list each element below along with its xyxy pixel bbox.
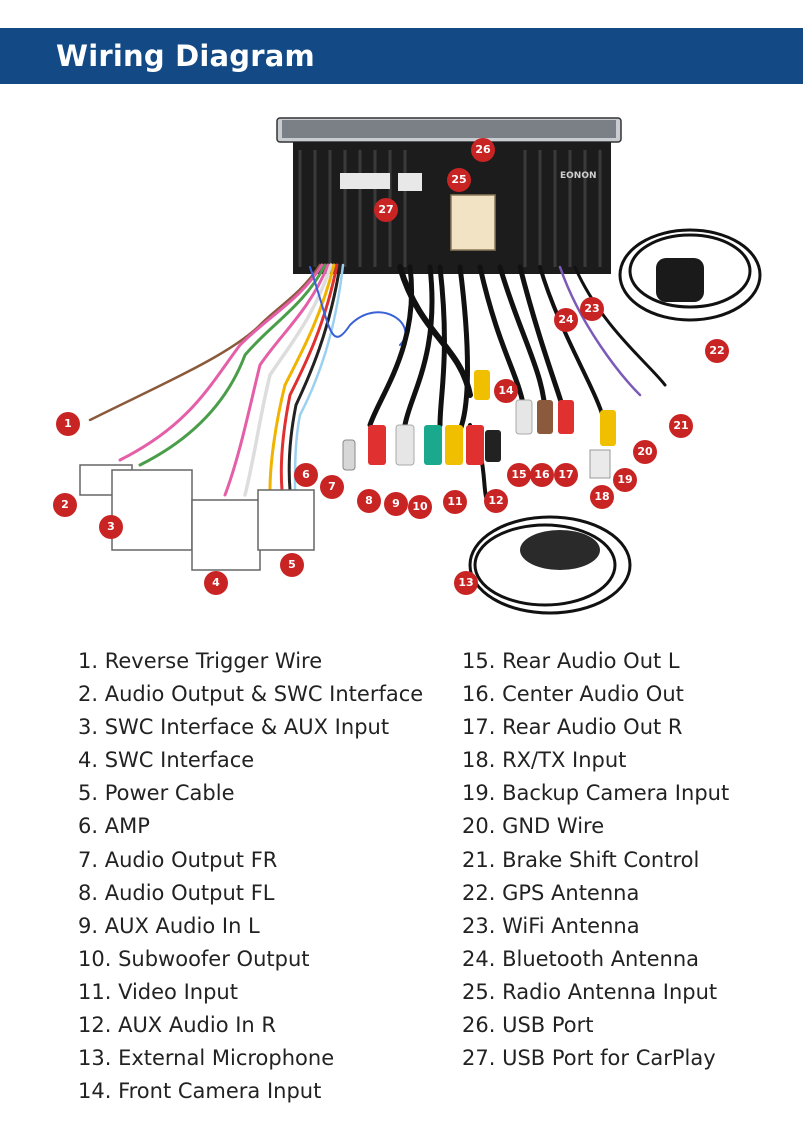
- gps-antenna: [618, 228, 762, 322]
- marker-10: 10: [408, 495, 432, 519]
- legend-item: 20. GND Wire: [462, 814, 605, 839]
- marker-19: 19: [613, 468, 637, 492]
- legend-item: 15. Rear Audio Out L: [462, 649, 680, 673]
- marker-8: 8: [357, 489, 381, 513]
- marker-4: 4: [204, 571, 228, 595]
- legend-item: 24. Bluetooth Antenna: [462, 946, 700, 971]
- legend-item: 9. AUX Audio In L: [78, 913, 260, 938]
- legend-item: 6. AMP: [78, 814, 150, 839]
- legend-item: 2. Audio Output & SWC Interface: [78, 682, 424, 707]
- marker-20: 20: [633, 440, 657, 464]
- microphone-cable: [468, 515, 632, 615]
- marker-27: 27: [374, 198, 398, 222]
- legend-item: 27. USB Port for CarPlay: [462, 1046, 716, 1071]
- legend-item: 18. RX/TX Input: [462, 748, 627, 773]
- marker-21: 21: [669, 414, 693, 438]
- legend-item: 4. SWC Interface: [78, 748, 255, 773]
- page-title: Wiring Diagram: [56, 39, 315, 73]
- legend-item: 22. GPS Antenna: [462, 880, 640, 905]
- marker-5: 5: [280, 553, 304, 577]
- legend-item: 23. WiFi Antenna: [462, 913, 640, 938]
- legend-item: 13. External Microphone: [78, 1046, 335, 1071]
- marker-23: 23: [580, 297, 604, 321]
- marker-18: 18: [590, 485, 614, 509]
- marker-3: 3: [99, 515, 123, 539]
- marker-22: 22: [705, 339, 729, 363]
- legend-item: 17. Rear Audio Out R: [462, 715, 683, 740]
- wire-bundles: [88, 263, 667, 507]
- legend-item: 10. Subwoofer Output: [78, 946, 310, 971]
- legend-item: 11. Video Input: [78, 979, 238, 1004]
- marker-6: 6: [294, 463, 318, 487]
- legend-item: 19. Backup Camera Input: [462, 781, 730, 806]
- marker-7: 7: [320, 475, 344, 499]
- marker-9: 9: [384, 492, 408, 516]
- head-unit: [276, 117, 622, 274]
- marker-16: 16: [530, 463, 554, 487]
- marker-26: 26: [471, 138, 495, 162]
- legend-item: 16. Center Audio Out: [462, 682, 684, 707]
- page-header: Wiring Diagram: [0, 28, 803, 84]
- harness-illustration: EONON: [79, 117, 762, 615]
- legend-item: 8. Audio Output FL: [78, 880, 275, 905]
- marker-12: 12: [484, 489, 508, 513]
- legend-right-column: 15. Rear Audio Out L 16. Center Audio Ou…: [462, 645, 729, 1075]
- marker-17: 17: [554, 463, 578, 487]
- marker-2: 2: [53, 493, 77, 517]
- legend-item: 7. Audio Output FR: [78, 847, 278, 872]
- legend-item: 12. AUX Audio In R: [78, 1013, 277, 1038]
- legend-item: 21. Brake Shift Control: [462, 847, 700, 872]
- marker-25: 25: [447, 168, 471, 192]
- rca-plugs: [342, 370, 616, 479]
- brand-logo: EONON: [560, 171, 597, 181]
- harness-connectors: [79, 194, 496, 571]
- marker-15: 15: [507, 463, 531, 487]
- marker-1: 1: [56, 412, 80, 436]
- wiring-diagram: EONON: [0, 95, 803, 635]
- legend-item: 5. Power Cable: [78, 781, 235, 806]
- marker-24: 24: [554, 308, 578, 332]
- legend-item: 1. Reverse Trigger Wire: [78, 649, 323, 673]
- marker-11: 11: [443, 490, 467, 514]
- marker-13: 13: [454, 571, 478, 595]
- legend-item: 25. Radio Antenna Input: [462, 979, 718, 1004]
- legend-item: 26. USB Port: [462, 1013, 594, 1038]
- legend-item: 3. SWC Interface & AUX Input: [78, 715, 390, 740]
- marker-14: 14: [494, 379, 518, 403]
- legend-item: 14. Front Camera Input: [78, 1079, 322, 1104]
- legend-left-column: 1. Reverse Trigger Wire 2. Audio Output …: [78, 645, 423, 1108]
